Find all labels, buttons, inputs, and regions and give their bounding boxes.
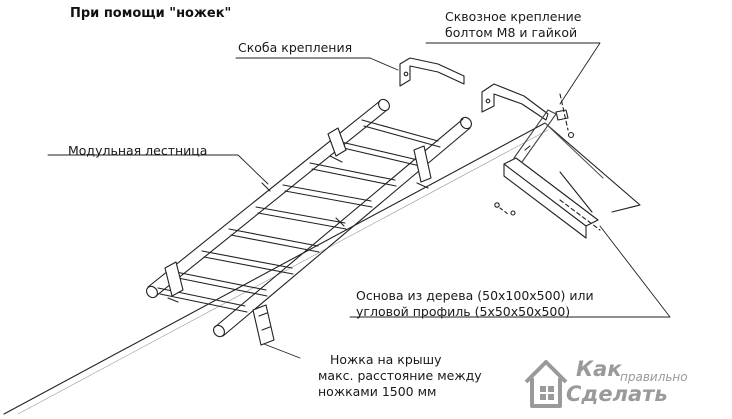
watermark-word3: Сделать bbox=[566, 382, 668, 406]
ladder-label: Модульная лестница bbox=[68, 143, 208, 158]
ladder-clamps bbox=[164, 127, 432, 346]
foot-label-line1: Ножка на крышу bbox=[330, 352, 442, 367]
diagram-title: При помощи "ножек" bbox=[70, 6, 232, 21]
house-logo-icon bbox=[524, 360, 568, 408]
foot-label-line2: макс. расстояние между bbox=[318, 368, 482, 383]
wood-base bbox=[494, 109, 601, 239]
bracket-label: Скоба крепления bbox=[238, 40, 353, 55]
mounting-bracket bbox=[399, 57, 575, 139]
bolt-label-line1: Сквозное крепление bbox=[445, 9, 582, 24]
watermark: Как правильно Сделать bbox=[520, 356, 730, 416]
modular-ladder bbox=[146, 98, 472, 338]
leader-lines bbox=[47, 42, 671, 359]
watermark-word1: Как bbox=[576, 357, 622, 381]
base-label-line1: Основа из дерева (50х100х500) или bbox=[356, 288, 594, 303]
foot-label-line3: ножками 1500 мм bbox=[318, 384, 437, 399]
bolt-label-line2: болтом М8 и гайкой bbox=[445, 25, 578, 40]
watermark-word2: правильно bbox=[620, 370, 688, 384]
base-label-line2: угловой профиль (5х50х50х500) bbox=[356, 304, 571, 319]
